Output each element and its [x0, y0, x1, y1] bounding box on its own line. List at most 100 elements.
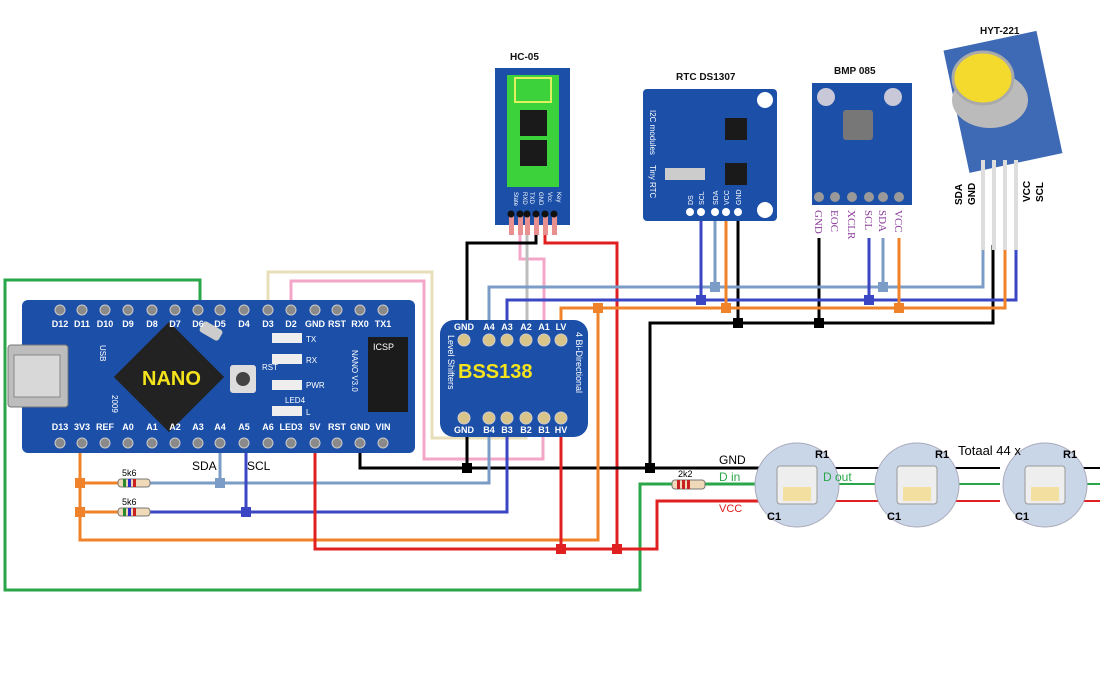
pin: [76, 304, 88, 316]
pin-label: SCL: [699, 191, 706, 205]
pin-label: D5: [214, 319, 226, 329]
pin-label: SDA: [876, 210, 888, 232]
pin: [192, 304, 204, 316]
hc05-title: HC-05: [510, 52, 539, 63]
hyt221-sensor: HYT-221 SDA GND VCC SCL: [943, 26, 1063, 250]
resistor-value: 5k6: [122, 497, 137, 507]
pin-header: [516, 210, 524, 218]
pin-label: B1: [538, 425, 550, 435]
junction-dot: [593, 303, 603, 313]
pin: [457, 411, 471, 425]
wire-d2: [289, 279, 545, 461]
pin: [525, 215, 530, 235]
pin: [331, 304, 343, 316]
junction-dot: [721, 303, 731, 313]
pin-label: TX1: [375, 319, 392, 329]
wire-sda-pullup: [150, 432, 491, 485]
pin-label: RST: [328, 422, 347, 432]
bss138-level-shifter: BSS138 Level Shifters 4 Bi-Directional G…: [440, 320, 588, 437]
pin-label: LED3: [279, 422, 302, 432]
junction-dot: [75, 507, 85, 517]
pin: [54, 304, 66, 316]
pin: [238, 304, 250, 316]
pin: [864, 192, 874, 202]
pin-label: D2: [285, 319, 297, 329]
pwr-label: PWR: [306, 381, 325, 390]
l-label: L: [306, 408, 311, 417]
pin-label: 3V3: [74, 422, 90, 432]
pin-label: D3: [262, 319, 274, 329]
junction-dot: [556, 544, 566, 554]
junction-dot: [612, 544, 622, 554]
pin-label: GND: [812, 210, 824, 234]
wire-3v3-bus: [559, 245, 1007, 325]
pin-label: D6: [192, 319, 204, 329]
pin: [734, 208, 742, 216]
pin-label: A1: [146, 422, 158, 432]
junction-dot: [814, 318, 824, 328]
arduino-nano: NANO ICSP TX RX PWR LED4 L RST NANO V3.0…: [7, 300, 415, 453]
pin: [537, 333, 551, 347]
pin-label: B3: [501, 425, 513, 435]
pin: [457, 333, 471, 347]
pin-label: A0: [122, 422, 134, 432]
pin-label: SCL: [862, 210, 874, 230]
pin-label: XCLR: [845, 210, 857, 240]
pin-label: A3: [192, 422, 204, 432]
junction-dot: [696, 295, 706, 305]
pin: [192, 437, 204, 449]
strip-count-label: Totaal 44 x: [958, 443, 1021, 458]
wire-3v3: [78, 308, 600, 542]
wire-5v: [313, 453, 765, 551]
resistor-sda: 5k6: [117, 468, 151, 488]
pin: [554, 333, 568, 347]
junction-dot: [215, 478, 225, 488]
junction-dot: [878, 282, 888, 292]
strip-vcc-label: VCC: [719, 503, 742, 515]
pin: [543, 215, 548, 235]
pin: [814, 192, 824, 202]
junction-dot: [894, 303, 904, 313]
pin: [554, 411, 568, 425]
pin: [697, 208, 705, 216]
pin-label: A4: [214, 422, 226, 432]
pin: [122, 437, 134, 449]
pin-label: SDA: [713, 190, 720, 205]
pin-label: REF: [96, 422, 115, 432]
bss138-label: BSS138: [458, 361, 533, 383]
resistor-value: 5k6: [122, 468, 137, 478]
bss138-side-right: 4 Bi-Directional: [574, 332, 584, 393]
pin-label: VCC: [892, 210, 904, 233]
junction-dot: [864, 295, 874, 305]
tx-label: TX: [306, 335, 317, 344]
pin: [686, 208, 694, 216]
pin: [146, 437, 158, 449]
pin: [722, 208, 730, 216]
led-silk-c1: C1: [1015, 511, 1029, 523]
led4-label: LED4: [285, 396, 306, 405]
resistor-data: 2k2: [671, 469, 706, 490]
pin: [847, 192, 857, 202]
pin: [894, 192, 904, 202]
led-silk-r1: R1: [815, 449, 829, 461]
pin: [500, 411, 514, 425]
pin-header: [532, 210, 540, 218]
nano-label: NANO: [142, 368, 201, 390]
pin: [500, 333, 514, 347]
pin-label: D9: [122, 319, 134, 329]
pin: [830, 192, 840, 202]
pin: [552, 215, 557, 235]
pin-label: RX0: [351, 319, 369, 329]
pin-label: A6: [262, 422, 274, 432]
pin-label: VCC: [724, 190, 731, 205]
led-silk-c1: C1: [887, 511, 901, 523]
pin: [534, 215, 539, 235]
hyt-title: HYT-221: [980, 26, 1020, 37]
pin: [519, 411, 533, 425]
led-silk-c1: C1: [767, 511, 781, 523]
